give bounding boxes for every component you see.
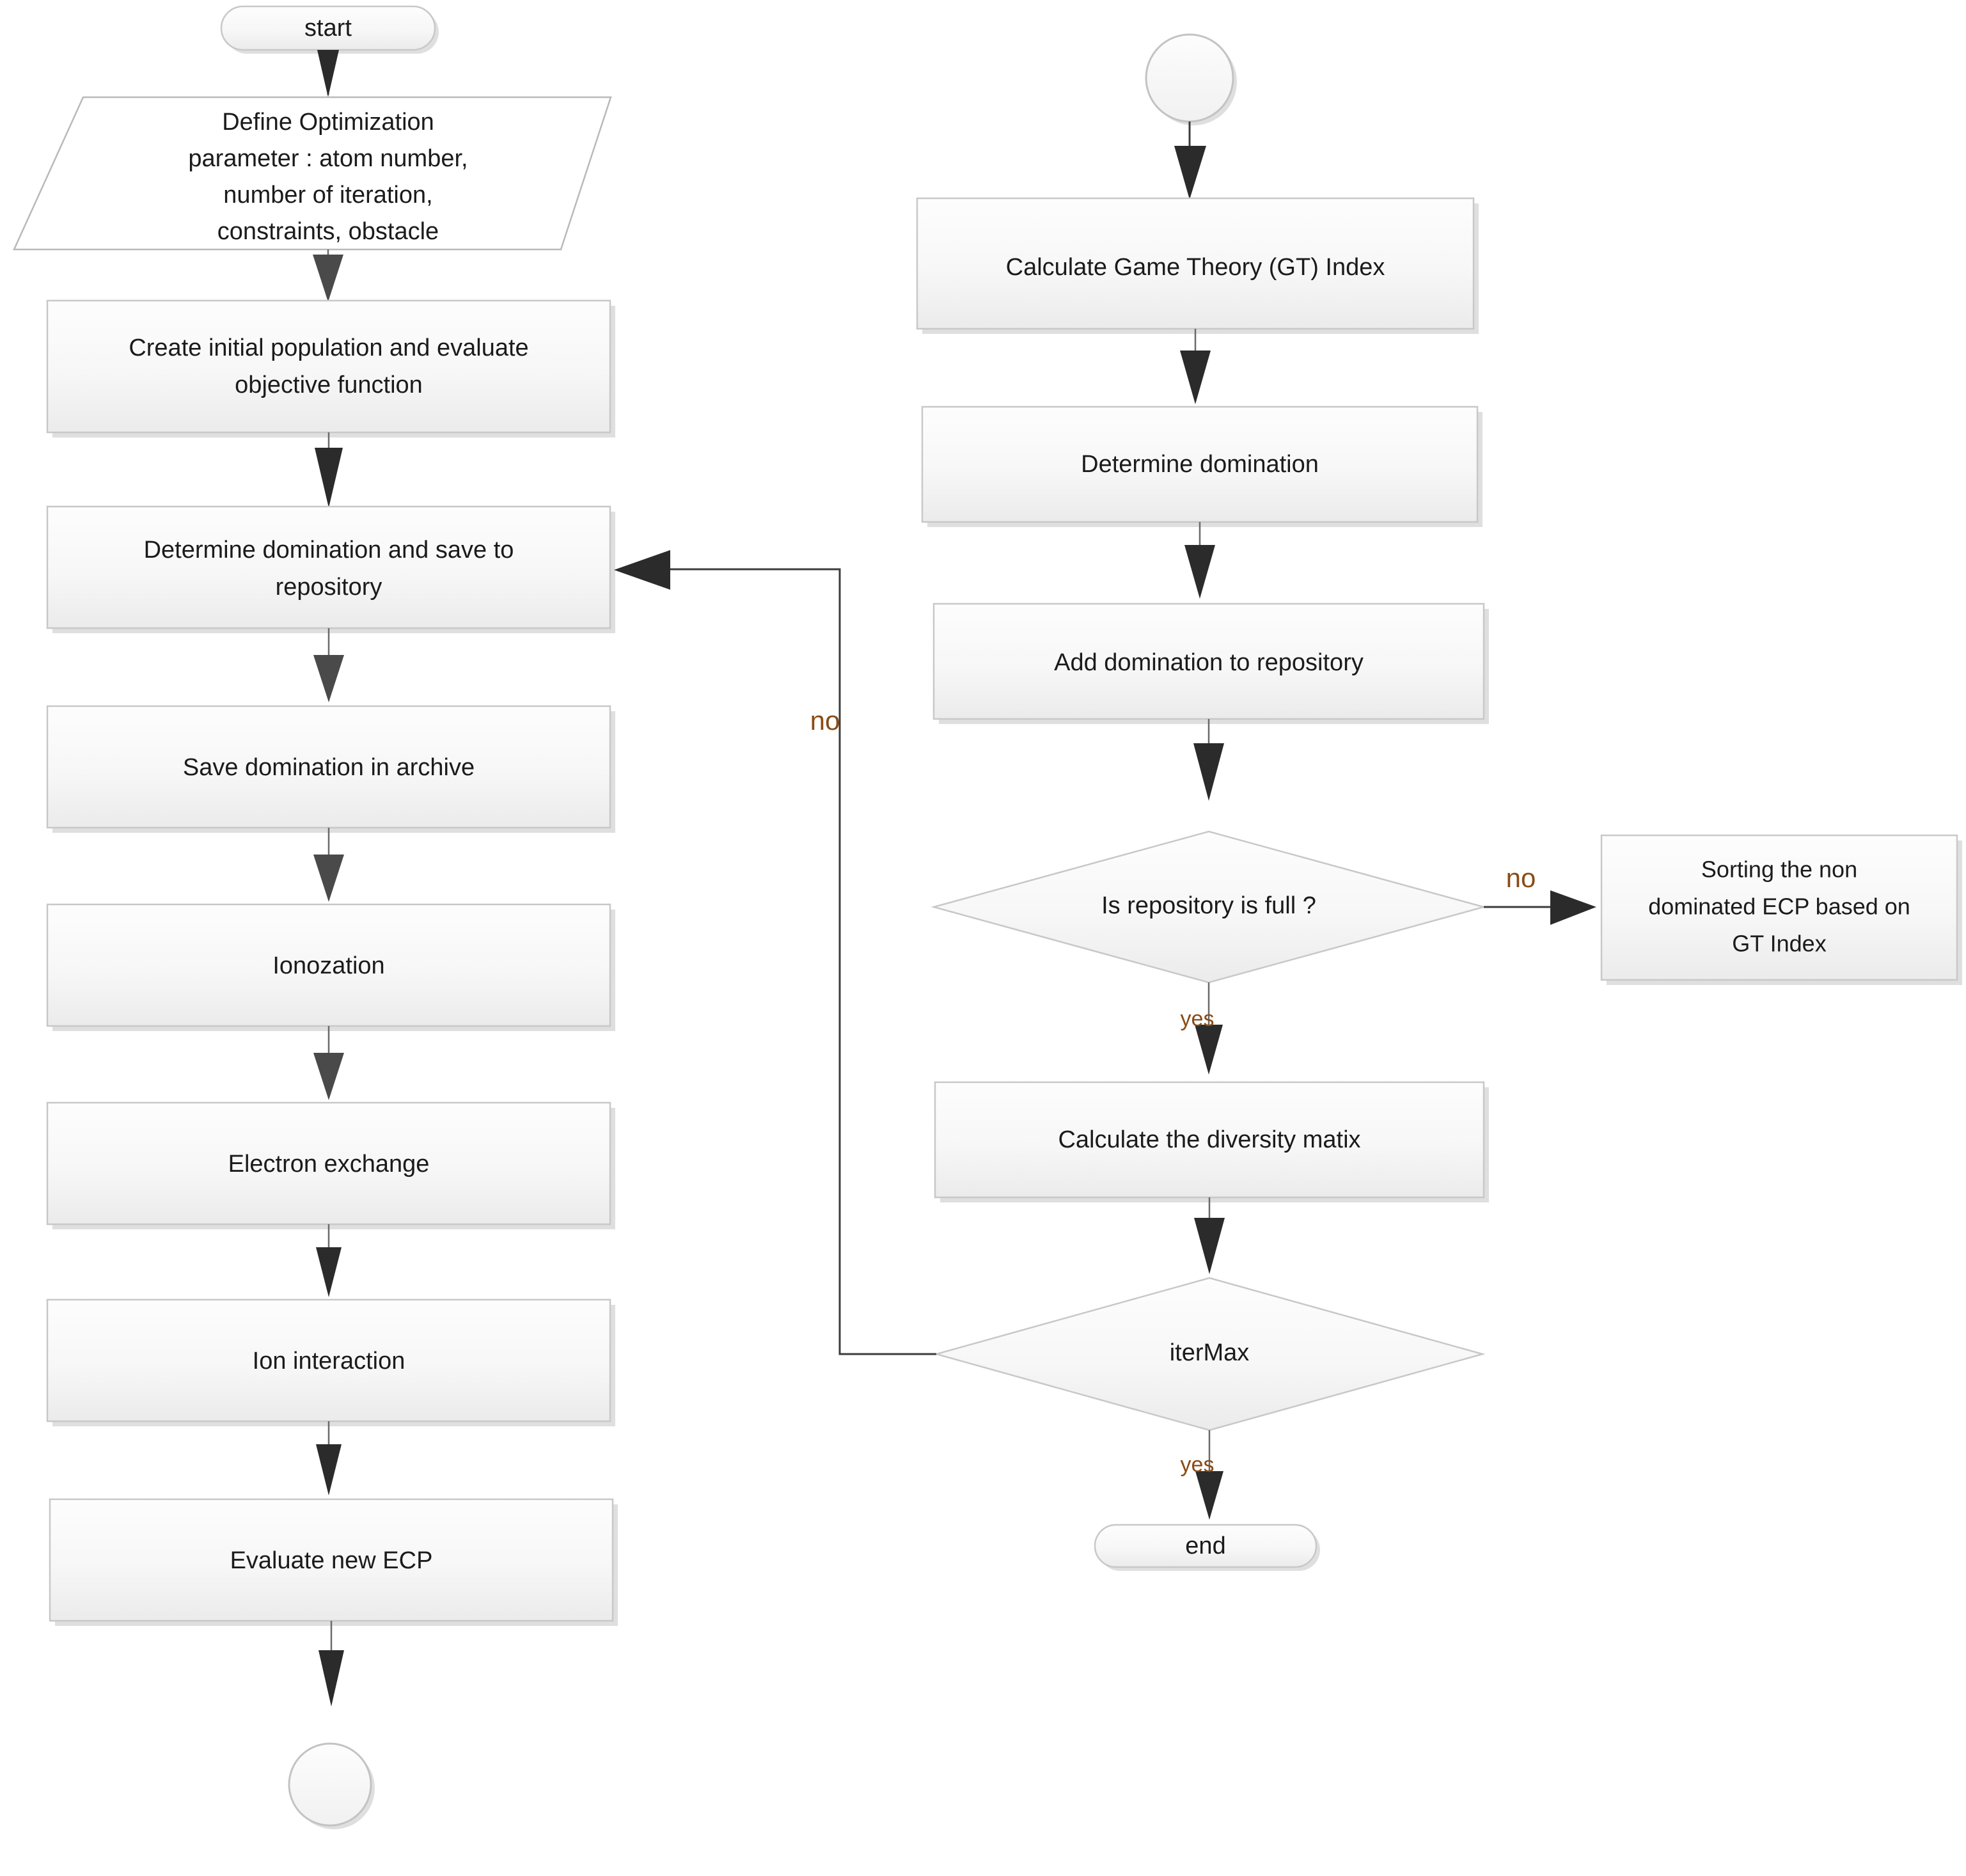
edge-diversity-to-itermax bbox=[1194, 1197, 1225, 1274]
edge-repository-full-yes: yes bbox=[1181, 982, 1223, 1075]
edge-ionozation-to-electron-exchange bbox=[313, 1026, 344, 1100]
node-ion-interaction: Ion interaction bbox=[46, 1298, 615, 1426]
node-save-domination-archive: Save domination in archive bbox=[46, 705, 615, 833]
edge-evaluate-ecp-to-connector bbox=[318, 1621, 344, 1707]
edge-create-population-to-determine-domination bbox=[315, 432, 343, 508]
start-terminal-label: start bbox=[304, 15, 352, 42]
node-create-initial-population: Create initial population and evaluate o… bbox=[46, 299, 615, 437]
node-determine-domination: Determine domination bbox=[921, 406, 1482, 527]
edge-itermax-yes: yes bbox=[1181, 1430, 1223, 1520]
start-terminal: start bbox=[220, 5, 439, 54]
edge-repository-full-no: no bbox=[1484, 863, 1596, 925]
node-is-repository-full: Is repository is full ? bbox=[931, 830, 1487, 984]
node-electron-exchange: Electron exchange bbox=[46, 1101, 615, 1229]
end-terminal-label: end bbox=[1185, 1533, 1225, 1559]
edge-label-itermax-no: no bbox=[810, 705, 840, 736]
off-page-connector-bottom-left bbox=[288, 1742, 375, 1829]
input-line-3: number of iteration, bbox=[223, 182, 432, 209]
input-line-2: parameter : atom number, bbox=[188, 145, 468, 172]
edge-input-to-create-population bbox=[313, 249, 343, 302]
calculate-diversity-matix-label: Calculate the diversity matix bbox=[1058, 1126, 1360, 1153]
create-initial-population-line-1: Create initial population and evaluate bbox=[129, 335, 528, 361]
edge-itermax-no-loopback: no bbox=[614, 550, 936, 1355]
add-domination-repository-label: Add domination to repository bbox=[1054, 649, 1364, 676]
calculate-gt-index-label: Calculate Game Theory (GT) Index bbox=[1006, 254, 1385, 281]
edge-determine-domination-to-save-archive bbox=[313, 628, 344, 702]
node-determine-domination-save-repository: Determine domination and save to reposit… bbox=[46, 505, 615, 633]
input-line-4: constraints, obstacle bbox=[217, 218, 439, 245]
edge-label-repository-full-yes: yes bbox=[1181, 1007, 1215, 1031]
end-terminal: end bbox=[1094, 1524, 1320, 1571]
edge-gt-index-to-determine-domination bbox=[1180, 329, 1211, 404]
node-itermax: iterMax bbox=[933, 1277, 1486, 1431]
edge-connector-to-gt-index bbox=[1174, 122, 1206, 200]
node-ionozation: Ionozation bbox=[46, 903, 615, 1031]
evaluate-new-ecp-label: Evaluate new ECP bbox=[230, 1547, 433, 1574]
input-parallelogram: Define Optimization parameter : atom num… bbox=[13, 96, 612, 251]
input-line-1: Define Optimization bbox=[222, 109, 434, 136]
determine-domination-label: Determine domination bbox=[1081, 451, 1319, 478]
edge-determine-domination-to-add-repository bbox=[1184, 522, 1215, 599]
save-domination-archive-label: Save domination in archive bbox=[183, 754, 475, 781]
sorting-line-1: Sorting the non bbox=[1701, 856, 1857, 883]
sorting-line-3: GT Index bbox=[1732, 931, 1826, 957]
node-calculate-gt-index: Calculate Game Theory (GT) Index bbox=[916, 197, 1479, 334]
edge-label-repository-full-no: no bbox=[1506, 863, 1536, 893]
ion-interaction-label: Ion interaction bbox=[253, 1348, 405, 1375]
itermax-label: iterMax bbox=[1170, 1339, 1250, 1366]
is-repository-full-label: Is repository is full ? bbox=[1101, 892, 1316, 919]
electron-exchange-label: Electron exchange bbox=[228, 1151, 430, 1178]
edge-start-to-input bbox=[317, 50, 339, 97]
edge-label-itermax-yes: yes bbox=[1181, 1453, 1215, 1477]
edge-electron-exchange-to-ion-interaction bbox=[316, 1224, 342, 1297]
node-add-domination-repository: Add domination to repository bbox=[932, 603, 1489, 724]
edge-save-archive-to-ionozation bbox=[313, 828, 344, 902]
determine-domination-save-line-2: repository bbox=[276, 574, 382, 601]
edge-ion-interaction-to-evaluate-ecp bbox=[316, 1421, 342, 1495]
sorting-line-2: dominated ECP based on bbox=[1648, 894, 1910, 920]
edge-add-repository-to-decision-full bbox=[1193, 719, 1224, 801]
node-evaluate-new-ecp: Evaluate new ECP bbox=[49, 1498, 618, 1626]
node-calculate-diversity-matix: Calculate the diversity matix bbox=[934, 1081, 1489, 1202]
on-page-connector-top-right bbox=[1145, 33, 1237, 125]
node-sorting-non-dominated-ecp: Sorting the non dominated ECP based on G… bbox=[1600, 834, 1962, 985]
create-initial-population-line-2: objective function bbox=[235, 372, 423, 398]
ionozation-label: Ionozation bbox=[272, 952, 384, 979]
determine-domination-save-line-1: Determine domination and save to bbox=[144, 537, 514, 564]
